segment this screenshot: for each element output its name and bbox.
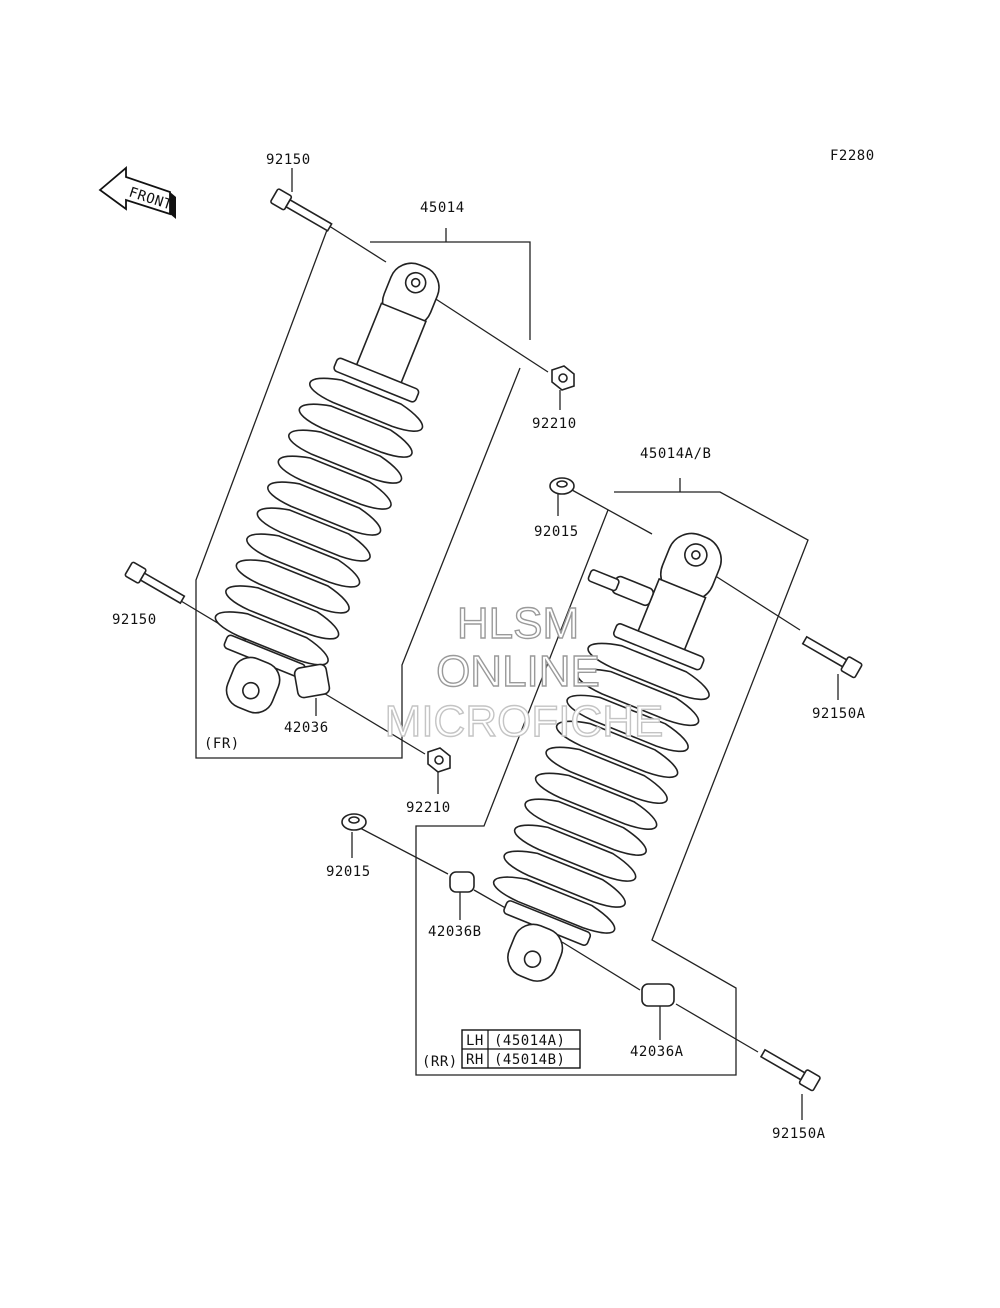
watermark: HLSM ONLINE MICROFICHE: [384, 598, 664, 746]
rear-shock-absorber: [493, 532, 722, 982]
variant-table: LH (45014A) RH (45014B): [461, 1029, 581, 1069]
watermark-line: HLSM: [457, 599, 579, 648]
variant-side: RH: [466, 1052, 484, 1068]
part-label: 42036B: [428, 924, 482, 940]
part-label: 45014A/B: [640, 446, 711, 462]
front-group-bracket: [195, 221, 531, 759]
watermark-line: ONLINE: [436, 647, 600, 696]
part-label: 42036A: [630, 1044, 684, 1060]
sleeve-icon: [449, 871, 475, 893]
part-label: 92150: [266, 152, 311, 168]
part-label: 92210: [532, 416, 577, 432]
part-label: 92150A: [812, 706, 866, 722]
rear-group-bracket: [415, 478, 809, 1076]
variant-part: (45014A): [494, 1033, 565, 1049]
bolt-icon: [124, 561, 186, 605]
nut-icon: [427, 747, 451, 773]
nut-icon: [551, 365, 575, 391]
bolt-icon: [801, 635, 863, 679]
diagram-code: F2280: [830, 148, 875, 164]
bolt-icon: [270, 188, 333, 232]
front-shock-absorber: [214, 262, 440, 714]
variant-side: LH: [466, 1033, 484, 1049]
part-label: 45014: [420, 200, 465, 216]
sleeve-icon: [293, 663, 331, 699]
part-label: 92210: [406, 800, 451, 816]
leader-lines: [175, 168, 839, 1120]
part-label: 92015: [534, 524, 579, 540]
part-label: 92150A: [772, 1126, 826, 1142]
part-label: 42036: [284, 720, 329, 736]
watermark-line: MICROFICHE: [385, 697, 664, 746]
group-label-front: (FR): [204, 736, 240, 752]
part-label: 92150: [112, 612, 157, 628]
variant-part: (45014B): [494, 1052, 565, 1068]
collar-icon: [549, 477, 575, 495]
part-label: 92015: [326, 864, 371, 880]
sleeve-icon: [641, 983, 675, 1007]
bolt-icon: [759, 1048, 821, 1092]
front-arrow-icon: FRONT: [98, 166, 176, 219]
group-label-rear: (RR): [422, 1054, 458, 1070]
collar-icon: [341, 813, 367, 831]
